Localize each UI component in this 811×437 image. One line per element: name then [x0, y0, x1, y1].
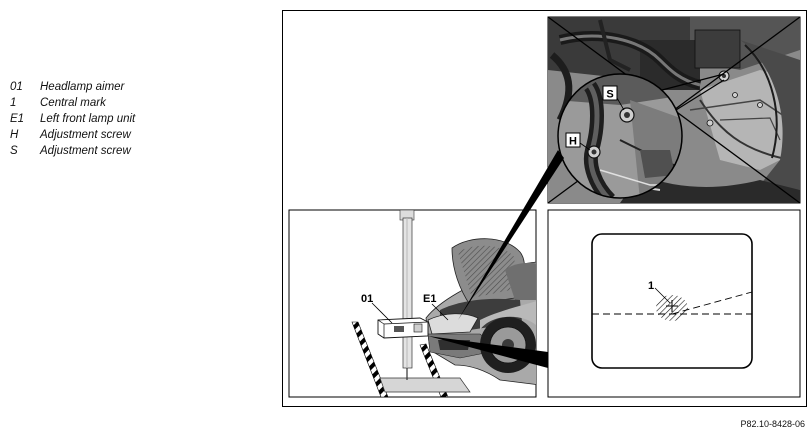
engine-bay-panel: S H	[547, 16, 801, 204]
legend-item-h: H Adjustment screw	[10, 127, 135, 143]
aiming-screen-panel: 1	[547, 209, 801, 398]
legend-item-01: 01 Headlamp aimer	[10, 79, 135, 95]
figure-id: P82.10-8428-06	[740, 419, 805, 429]
callout-h-box	[565, 132, 581, 148]
legend-key: S	[10, 145, 18, 157]
magnifier-bubble: S H	[557, 73, 725, 199]
legend-key: 1	[10, 97, 17, 109]
legend-item-e1: E1 Left front lamp unit	[10, 111, 135, 127]
vehicle-aimer-panel: 01 E1	[288, 209, 537, 398]
legend-key: E1	[10, 113, 25, 125]
callout-01-label: 01	[361, 293, 373, 305]
legend-label: Left front lamp unit	[40, 113, 136, 125]
callout-h-label: H	[569, 136, 577, 148]
callout-e1-label: E1	[423, 293, 436, 305]
legend-label: Headlamp aimer	[40, 81, 125, 93]
zoom-connector-bottom	[428, 336, 548, 368]
legend-key: H	[10, 129, 19, 141]
legend-label: Central mark	[40, 97, 106, 109]
callout-s-box	[602, 85, 618, 101]
legend-label: Adjustment screw	[40, 145, 131, 157]
callout-s-label: S	[606, 89, 613, 101]
legend-item-1: 1 Central mark	[10, 95, 135, 111]
legend-item-s: S Adjustment screw	[10, 143, 135, 159]
legend-key: 01	[10, 81, 23, 93]
legend-list: 01 Headlamp aimer 1 Central mark E1 Left…	[10, 79, 135, 159]
central-mark	[666, 300, 678, 312]
callout-1-label: 1	[648, 280, 654, 292]
legend-label: Adjustment screw	[40, 129, 131, 141]
zoom-connector-top	[458, 150, 564, 320]
